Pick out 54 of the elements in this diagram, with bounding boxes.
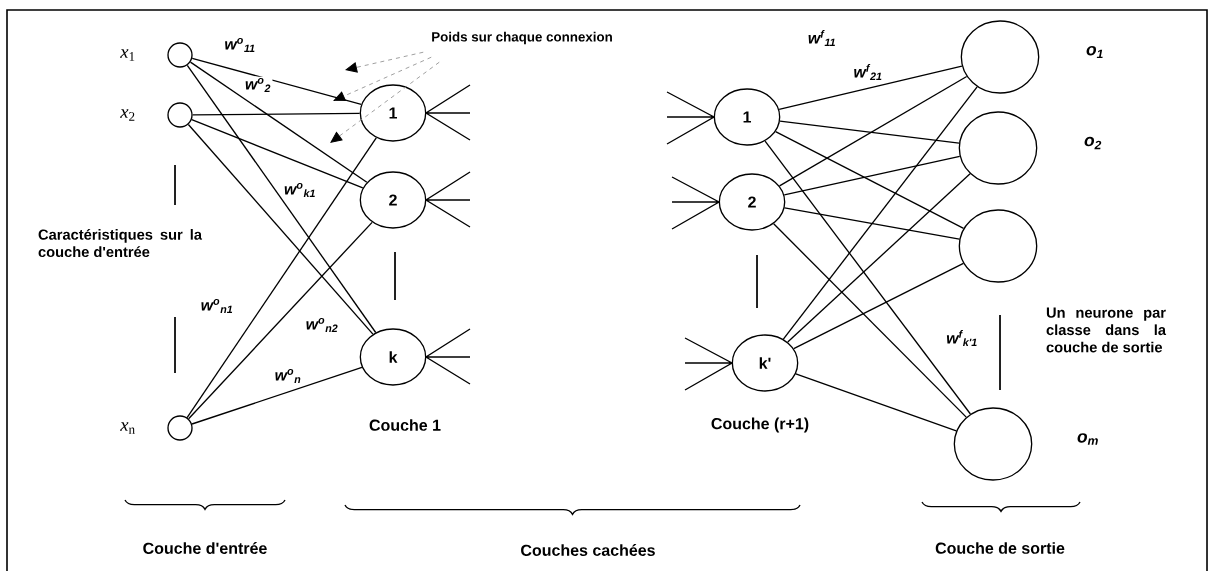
connection-line [773,223,967,418]
weight-label: w$^{f}$21 [852,62,884,82]
note-text: Un neurone par classe dans la couche de sortie [1046,307,1167,353]
output-label: o$_{2}$ [1084,136,1102,150]
neuron-circle [960,20,1040,94]
connection-line [764,140,972,415]
input-label: x$_{n}$ [120,422,135,434]
connection-line [793,262,965,350]
weight-label: w$^{f}$11 [806,28,838,48]
layer-label: Couche 1 [369,419,441,431]
connection-line [795,373,957,432]
connection-line [779,120,960,144]
connection-line [191,119,364,189]
neuron-circle [167,42,193,68]
input-label: x$_{1}$ [120,49,135,61]
connection-line [186,64,377,334]
connection-line [187,123,374,335]
annotation-text: Poids sur chaque connexion [432,31,612,45]
layer-label: Couches cachées [521,544,655,556]
input-label: x$_{2}$ [120,109,135,121]
leader-line [333,56,432,102]
connection-line [191,57,362,105]
neuron-circle [958,111,1038,185]
connection-line [783,207,961,240]
neuron-circle [167,415,193,441]
output-label: o$_{m}$ [1077,433,1098,445]
connection-line [774,131,965,229]
output-label: o$_{1}$ [1086,45,1103,59]
connection-line [186,137,377,419]
layer-label: Couche de sortie [935,542,1065,554]
connection-line [189,61,368,183]
connection-line [192,112,361,116]
neuron-circle [958,209,1038,283]
neuron-circle [953,407,1033,481]
connection-line [188,221,373,420]
weight-label: w$^{f}$k'1 [944,328,980,348]
weight-label: w$^{o}$n [273,367,303,385]
note-text: Caractéristiques sur la couche d'entrée [38,228,203,258]
connection-line [778,65,963,111]
connection-line [191,366,363,425]
connection-line [787,173,971,343]
connection-line [783,155,961,196]
leader-line [330,61,440,143]
weight-label: w$^{o}$k1 [282,181,318,199]
weight-label: w$^{o}$n2 [304,316,340,334]
connection-line [782,86,978,340]
weight-label: w$^{o}$11 [223,36,257,54]
neuron-circle [167,102,193,128]
layer-label: Couche (r+1) [711,417,809,433]
connection-line [778,75,968,187]
leader-line [345,51,424,73]
layer-label: Couche d'entrée [143,542,267,554]
weight-label: w$^{o}$2 [243,76,273,94]
weight-label: w$^{o}$n1 [199,297,235,315]
